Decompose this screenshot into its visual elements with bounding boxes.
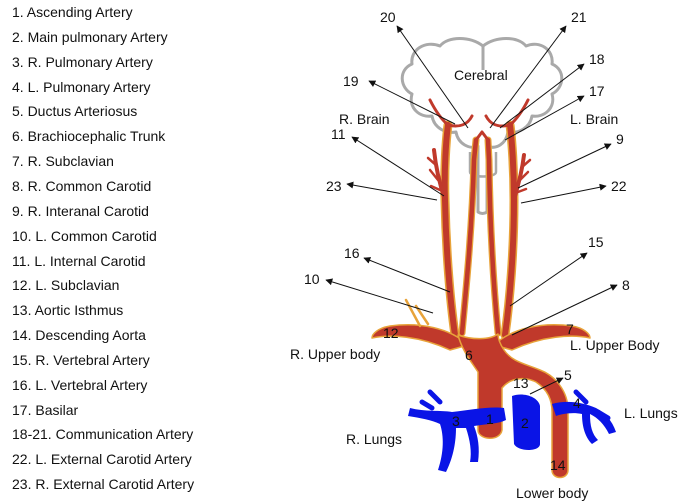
pulmonary-arteries: [408, 392, 616, 472]
label-r-brain: R. Brain: [339, 111, 390, 127]
num-13: 13: [513, 375, 529, 391]
num-4: 4: [573, 395, 581, 411]
num-23: 23: [326, 178, 342, 194]
num-18: 18: [589, 51, 605, 67]
num-8: 8: [622, 277, 630, 293]
num-16: 16: [344, 245, 360, 261]
num-11: 11: [331, 126, 346, 142]
label-r-lungs: R. Lungs: [346, 431, 402, 447]
brain-outline: [402, 39, 562, 214]
label-l-brain: L. Brain: [570, 111, 618, 127]
num-10: 10: [304, 271, 320, 287]
num-19: 19: [343, 73, 359, 89]
label-l-lungs: L. Lungs: [624, 405, 678, 421]
num-14: 14: [550, 457, 566, 473]
num-2: 2: [521, 415, 529, 431]
label-cerebral: Cerebral: [454, 67, 508, 83]
label-l-upper-body: L. Upper Body: [570, 337, 660, 353]
label-lower-body: Lower body: [516, 485, 588, 501]
num-20: 20: [380, 9, 396, 25]
num-7: 7: [566, 321, 574, 337]
num-17: 17: [589, 83, 605, 99]
num-1: 1: [486, 411, 494, 427]
label-r-upper-body: R. Upper body: [290, 346, 380, 362]
num-12: 12: [383, 325, 399, 341]
num-21: 21: [571, 9, 587, 25]
num-3: 3: [452, 413, 460, 429]
num-5: 5: [564, 367, 572, 383]
num-9: 9: [616, 131, 624, 147]
num-15: 15: [588, 234, 604, 250]
num-6: 6: [465, 347, 473, 363]
num-22: 22: [611, 178, 627, 194]
